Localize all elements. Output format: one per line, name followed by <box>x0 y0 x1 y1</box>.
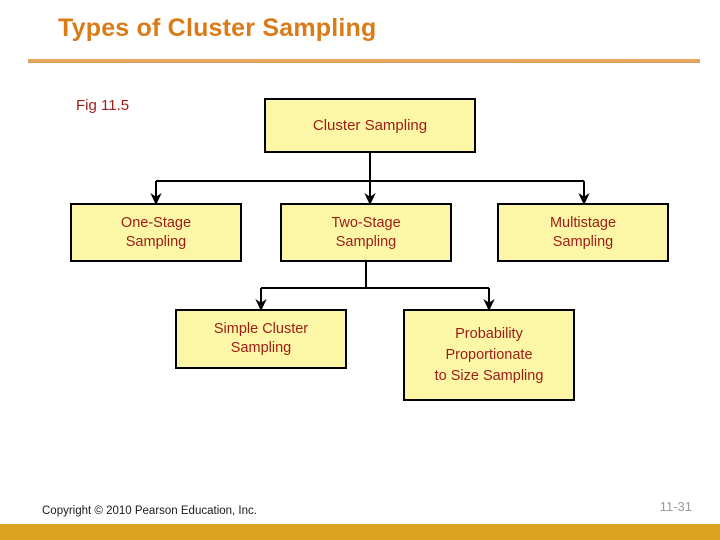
node-multistage-sampling[interactable]: Multistage Sampling <box>497 203 669 262</box>
page-title: Types of Cluster Sampling <box>58 14 377 42</box>
node-cluster-sampling[interactable]: Cluster Sampling <box>264 98 476 153</box>
slide-number: 11-31 <box>659 499 692 514</box>
figure-label: Fig 11.5 <box>76 97 130 114</box>
footer-accent-bar <box>0 524 720 540</box>
node-two-stage-sampling[interactable]: Two-Stage Sampling <box>280 203 452 262</box>
node-simple-cluster-sampling[interactable]: Simple Cluster Sampling <box>175 309 347 369</box>
title-divider <box>28 59 700 63</box>
node-one-stage-sampling[interactable]: One-Stage Sampling <box>70 203 242 262</box>
node-probability-proportionate-to-size-sampling[interactable]: Probability Proportionate to Size Sampli… <box>403 309 575 401</box>
copyright-notice: Copyright © 2010 Pearson Education, Inc. <box>42 505 257 517</box>
